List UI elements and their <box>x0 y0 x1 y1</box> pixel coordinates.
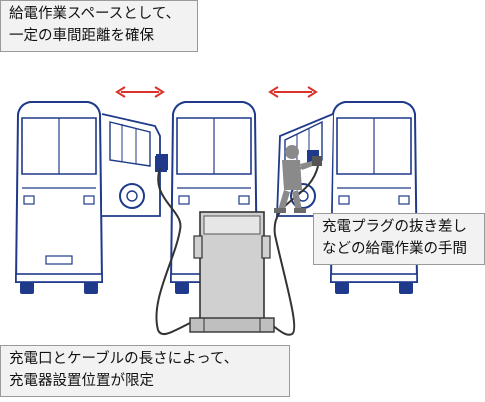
callout-plug-work: 充電プラグの抜き差し などの給電作業の手間 <box>313 213 485 265</box>
spacing-arrow-right <box>269 86 317 98</box>
callout-plug-work-line1: 充電プラグの抜き差し <box>322 219 467 235</box>
callout-charger-position-line1: 充電口とケーブルの長さによって、 <box>9 351 239 367</box>
charger-icon <box>189 211 275 333</box>
charging-cable-left <box>155 167 201 336</box>
callout-plug-work-line2: などの給電作業の手間 <box>322 241 467 257</box>
callout-charger-position-line2: 充電器設置位置が限定 <box>9 373 154 389</box>
callout-spacing-line2: 一定の車間距離を確保 <box>9 28 154 44</box>
bus-center <box>155 101 258 295</box>
callout-spacing: 給電作業スペースとして、 一定の車間距離を確保 <box>0 0 198 52</box>
bus-left <box>15 101 168 295</box>
callout-spacing-line1: 給電作業スペースとして、 <box>9 6 181 22</box>
spacing-arrow-left <box>116 86 164 98</box>
callout-charger-position: 充電口とケーブルの長さによって、 充電器設置位置が限定 <box>0 345 290 397</box>
worker-figure-icon <box>274 145 322 213</box>
